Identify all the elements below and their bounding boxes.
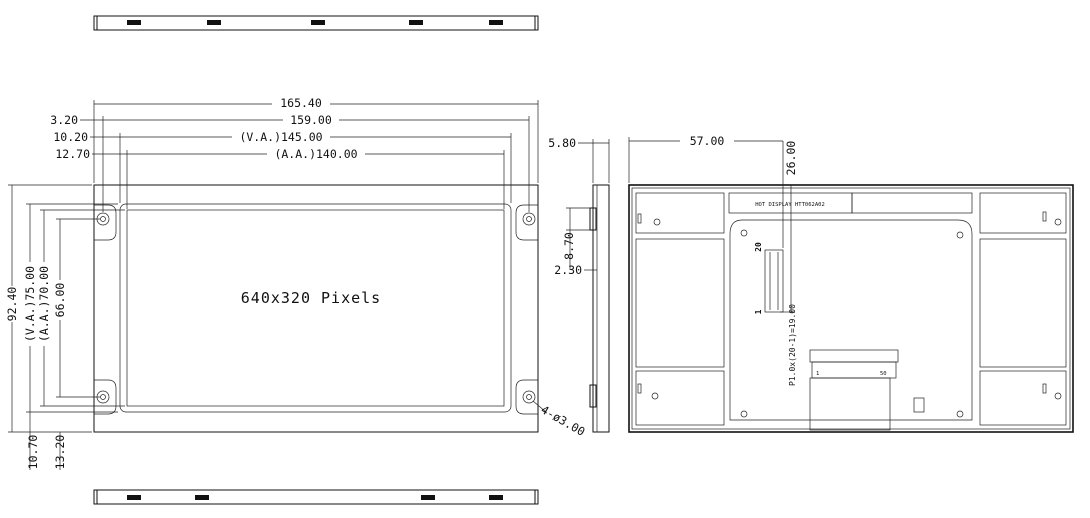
dim-2-30: 2.30 xyxy=(554,263,582,277)
back-view: HOT DISPLAY HTT062A02 20 1 1 50 xyxy=(628,134,1074,433)
back-outline xyxy=(628,184,1074,433)
bottom-edge-tab xyxy=(421,495,435,500)
side-view: 5.80 8.70 2.30 xyxy=(548,136,610,433)
front-view: 640x320 Pixels 165.40 159.00 (V.A.)145.0… xyxy=(5,96,588,470)
bottom-edge-tab xyxy=(489,495,503,500)
product-label xyxy=(728,192,853,214)
dim-thickness: 5.80 xyxy=(548,136,576,150)
bottom-edge-tab xyxy=(195,495,209,500)
connector-pin-20: 20 xyxy=(754,242,763,252)
active-area xyxy=(126,209,505,407)
dim-width-159: 159.00 xyxy=(290,113,332,127)
dim-holes: 4-ø3.00 xyxy=(539,402,588,438)
fpc-pin-1: 1 xyxy=(816,371,819,377)
dim-8-70: 8.70 xyxy=(562,232,576,260)
dim-va-width: (V.A.)145.00 xyxy=(239,130,322,144)
top-edge-tab xyxy=(409,20,423,25)
dim-va-height: (V.A.)75.00 xyxy=(23,266,37,342)
bottom-edge-view xyxy=(93,489,539,505)
connector-20pin xyxy=(764,249,784,313)
top-edge-tab xyxy=(489,20,503,25)
dim-aa-height: (A.A.)70.00 xyxy=(37,266,51,342)
pixels-label: 640x320 Pixels xyxy=(241,289,381,307)
dim-26: 26.00 xyxy=(784,141,798,176)
dim-height-66: 66.00 xyxy=(53,283,67,318)
pitch-label: P1.0x(20-1)=19.00 xyxy=(788,304,797,386)
dim-57: 57.00 xyxy=(690,134,725,148)
bottom-edge-tab xyxy=(127,495,141,500)
dim-left-12-70: 12.70 xyxy=(55,147,90,161)
top-edge-tab xyxy=(127,20,141,25)
viewing-area xyxy=(119,203,512,413)
dim-bottom-10-70: 10.70 xyxy=(26,435,40,470)
dim-bottom-13-20: 13.20 xyxy=(53,435,67,470)
dim-aa-width: (A.A.)140.00 xyxy=(274,147,357,161)
dim-left-10-20: 10.20 xyxy=(53,130,88,144)
mounting-hole xyxy=(515,204,538,241)
dim-height-total: 92.40 xyxy=(5,287,19,322)
side-outline xyxy=(592,184,610,433)
top-edge-tab xyxy=(207,20,221,25)
module-outline xyxy=(93,184,539,433)
fpc-pin-50: 50 xyxy=(880,371,887,377)
product-label-text: HOT DISPLAY HTT062A02 xyxy=(755,202,825,208)
dim-left-3-20: 3.20 xyxy=(50,113,78,127)
top-edge-tab xyxy=(311,20,325,25)
connector-pin-1: 1 xyxy=(754,309,763,314)
height-dimensions: 92.40 (V.A.)75.00 (A.A.)70.00 66.00 10.7… xyxy=(5,184,125,470)
top-edge-view xyxy=(93,15,539,31)
mounting-hole xyxy=(515,379,538,415)
dim-width-total: 165.40 xyxy=(280,96,322,110)
width-dimensions: 165.40 159.00 (V.A.)145.00 (A.A.)140.00 … xyxy=(50,96,539,212)
